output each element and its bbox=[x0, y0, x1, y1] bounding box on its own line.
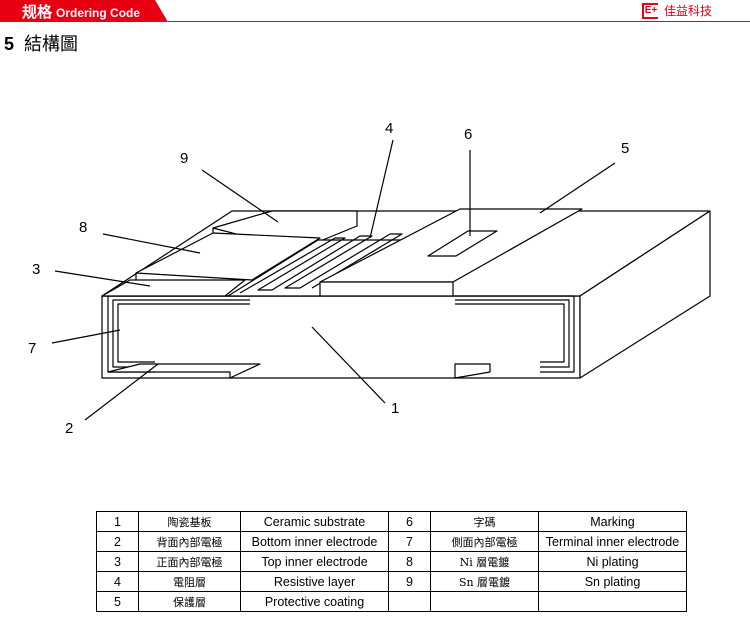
section-heading: 5 結構圖 bbox=[4, 30, 78, 56]
callout-2: 2 bbox=[65, 420, 73, 437]
item-number: 9 bbox=[388, 571, 431, 592]
header-title-en: Ordering Code bbox=[56, 6, 141, 20]
ni-plating-layer bbox=[135, 232, 321, 281]
table-row: 4 電阻層 Resistive layer 9 Sn 層電鍍 Sn platin… bbox=[96, 571, 687, 592]
callout-4: 4 bbox=[385, 120, 393, 137]
header-red-tab bbox=[0, 0, 168, 22]
item-name-cn: 陶瓷基板 bbox=[138, 511, 241, 532]
table-row: 1 陶瓷基板 Ceramic substrate 6 字碼 Marking bbox=[96, 511, 687, 532]
item-name-en: Terminal inner electrode bbox=[538, 531, 687, 552]
item-name-cn: 字碼 bbox=[430, 511, 539, 532]
leader-line-4 bbox=[369, 139, 394, 239]
item-name-en: Ceramic substrate bbox=[240, 511, 389, 532]
bottom-electrode-left bbox=[107, 363, 261, 379]
callout-9: 9 bbox=[180, 150, 188, 167]
table-row: 3 正面內部電極 Top inner electrode 8 Ni 層電鍍 Ni… bbox=[96, 551, 687, 572]
item-name-cn: 電阻層 bbox=[138, 571, 241, 592]
section-title: 結構圖 bbox=[24, 34, 79, 55]
callout-6: 6 bbox=[464, 126, 472, 143]
header-rule bbox=[168, 21, 750, 22]
item-number: 5 bbox=[96, 591, 139, 612]
item-number: 1 bbox=[96, 511, 139, 532]
callout-3: 3 bbox=[32, 261, 40, 278]
item-name-en bbox=[538, 591, 687, 612]
item-name-cn: 保護層 bbox=[138, 591, 241, 612]
item-name-en: Bottom inner electrode bbox=[240, 531, 389, 552]
bottom-electrode-right bbox=[454, 363, 491, 379]
leader-line-7 bbox=[51, 329, 121, 344]
callout-5: 5 bbox=[621, 140, 629, 157]
brand-logo: E+ 佳益科技 bbox=[641, 2, 712, 19]
resistor-structure-diagram: 1 2 3 4 5 6 7 8 9 bbox=[28, 120, 711, 437]
right-terminal-layer-inner bbox=[455, 303, 565, 363]
leader-line-3 bbox=[54, 270, 151, 287]
left-terminal-layer-inner bbox=[117, 303, 250, 363]
item-name-en: Ni plating bbox=[538, 551, 687, 572]
item-name-cn: 側面內部電極 bbox=[430, 531, 539, 552]
item-name-en: Marking bbox=[538, 511, 687, 532]
brand-name: 佳益科技 bbox=[663, 4, 712, 18]
item-name-en: Top inner electrode bbox=[240, 551, 389, 572]
leader-line-8 bbox=[102, 233, 201, 254]
substrate-right-face bbox=[579, 210, 711, 379]
marking-slot bbox=[427, 230, 498, 257]
item-name-en: Resistive layer bbox=[240, 571, 389, 592]
right-terminal-layer-outer bbox=[455, 295, 575, 373]
resistive-trim-serpentine bbox=[239, 233, 403, 294]
item-name-en: Protective coating bbox=[240, 591, 389, 612]
item-number: 3 bbox=[96, 551, 139, 572]
item-number: 8 bbox=[388, 551, 431, 572]
brand-logo-icon: E+ bbox=[641, 2, 658, 19]
protective-coating-front bbox=[319, 281, 454, 297]
header-title-cn: 规格 bbox=[22, 3, 53, 21]
section-number: 5 bbox=[4, 34, 15, 54]
callout-8: 8 bbox=[79, 219, 87, 236]
item-number: 6 bbox=[388, 511, 431, 532]
item-name-cn: 正面內部電極 bbox=[138, 551, 241, 572]
item-number bbox=[388, 591, 431, 612]
leader-line-2 bbox=[84, 363, 159, 421]
table-row: 5 保護層 Protective coating bbox=[96, 591, 687, 612]
leader-line-9 bbox=[201, 169, 279, 223]
item-name-cn: Sn 層電鍍 bbox=[430, 571, 539, 592]
leader-line-5 bbox=[539, 162, 616, 214]
callout-1: 1 bbox=[391, 400, 399, 417]
callout-7: 7 bbox=[28, 340, 36, 357]
table-row: 2 背面內部電極 Bottom inner electrode 7 側面內部電極… bbox=[96, 531, 687, 552]
item-number: 2 bbox=[96, 531, 139, 552]
component-legend-table: 1 陶瓷基板 Ceramic substrate 6 字碼 Marking 2 … bbox=[96, 511, 687, 612]
item-number: 4 bbox=[96, 571, 139, 592]
item-name-cn bbox=[430, 591, 539, 612]
item-number: 7 bbox=[388, 531, 431, 552]
item-name-cn: Ni 層電鍍 bbox=[430, 551, 539, 572]
right-terminal-layer-mid bbox=[455, 299, 570, 368]
leader-line-1 bbox=[311, 326, 386, 404]
item-name-en: Sn plating bbox=[538, 571, 687, 592]
item-name-cn: 背面內部電極 bbox=[138, 531, 241, 552]
